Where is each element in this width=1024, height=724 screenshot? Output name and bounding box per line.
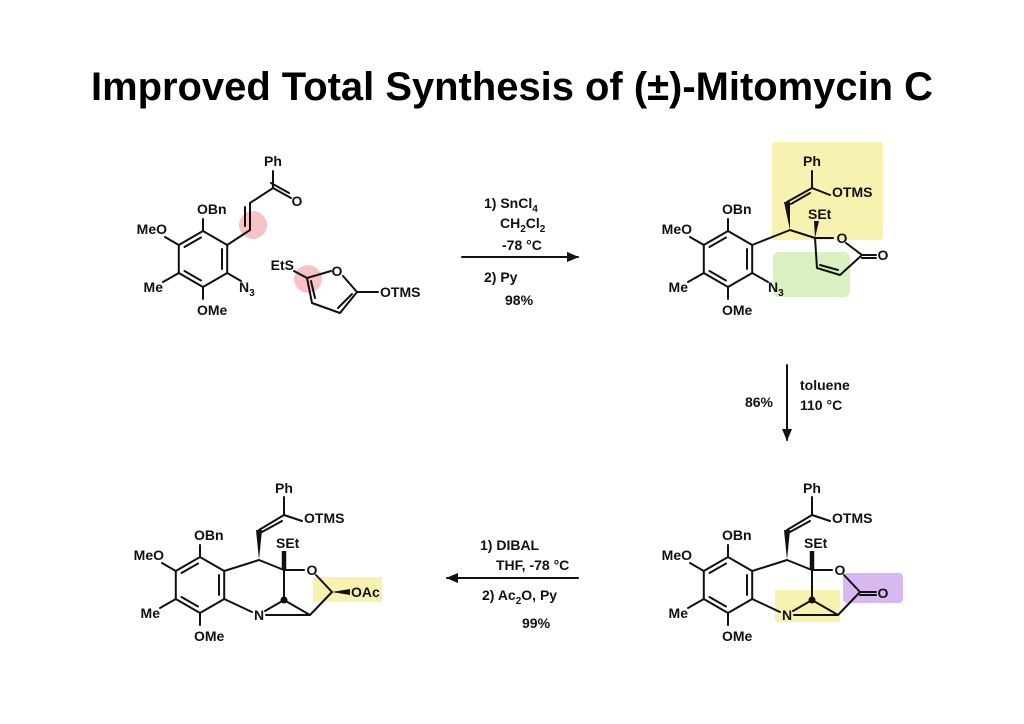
page-title: Improved Total Synthesis of (±)-Mitomyci… — [91, 65, 933, 109]
set-label: SEt — [808, 206, 832, 222]
obn-label: OBn — [197, 201, 227, 217]
yield: 99% — [522, 615, 551, 631]
compound-4-aziridine-lactone: Ph OTMS SEt O O N OBn MeO Me OMe — [662, 480, 903, 644]
set-label: SEt — [804, 535, 828, 551]
azide-label: N3 — [768, 279, 784, 299]
reagent-sncl4: 1) SnCl4 — [484, 195, 538, 215]
ome-label: OMe — [194, 628, 225, 644]
compound-1-enone: Ph O OBn MeO Me OMe N3 — [137, 153, 303, 318]
reagent-pyridine: 2) Py — [484, 269, 518, 285]
phenyl-label: Ph — [803, 480, 821, 496]
otms-label: OTMS — [304, 510, 344, 526]
me-label: Me — [669, 279, 689, 295]
obn-label: OBn — [722, 527, 752, 543]
carbonyl-oxygen-label: O — [878, 247, 889, 263]
conditions-thf: THF, -78 °C — [496, 557, 569, 573]
azide-label: N3 — [239, 279, 255, 299]
oac-label: OAc — [351, 584, 380, 600]
ets-label: EtS — [271, 257, 294, 273]
yield: 98% — [505, 292, 534, 308]
highlight-silyl-enol-ether — [772, 142, 883, 240]
silyloxyfuran: EtS O OTMS — [271, 257, 420, 314]
meo-label: MeO — [662, 547, 692, 563]
yield: 86% — [745, 394, 774, 410]
otms-label: OTMS — [380, 284, 420, 300]
nitrogen-label: N — [782, 607, 792, 623]
obn-label: OBn — [194, 527, 224, 543]
meo-label: MeO — [662, 221, 692, 237]
reagent-ac2o-py: 2) Ac2O, Py — [482, 587, 557, 607]
meo-label: MeO — [134, 547, 164, 563]
carbonyl-oxygen-label: O — [878, 585, 889, 601]
highlight-azide-alkene — [773, 252, 850, 297]
ome-label: OMe — [722, 628, 753, 644]
ring-oxygen-label: O — [307, 562, 318, 578]
set-label: SEt — [276, 535, 300, 551]
stereocenter-dot — [280, 596, 288, 604]
reaction-step-1: 1) SnCl4 CH2Cl2 -78 °C 2) Py 98% — [461, 195, 579, 308]
phenyl-label: Ph — [264, 153, 282, 169]
ome-label: OMe — [197, 302, 228, 318]
ring-oxygen-label: O — [837, 230, 848, 246]
solvent-ch2cl2: CH2Cl2 — [500, 215, 546, 235]
reagent-dibal: 1) DIBAL — [480, 537, 540, 553]
obn-label: OBn — [722, 201, 752, 217]
highlight-lactone-carbonyl — [843, 573, 903, 603]
ring-oxygen-label: O — [835, 562, 846, 578]
meo-label: MeO — [137, 221, 167, 237]
temperature: -78 °C — [502, 237, 542, 253]
ome-label: OMe — [722, 302, 753, 318]
phenyl-label: Ph — [275, 480, 293, 496]
otms-label: OTMS — [832, 510, 872, 526]
reaction-step-2: 86% toluene 110 °C — [745, 364, 850, 441]
stereocenter-dot — [808, 596, 816, 604]
me-label: Me — [669, 605, 689, 621]
me-label: Me — [141, 605, 161, 621]
solvent-toluene: toluene — [800, 377, 850, 393]
highlight-aziridine — [775, 590, 840, 622]
me-label: Me — [144, 279, 164, 295]
furan-oxygen-label: O — [332, 263, 343, 279]
nitrogen-label: N — [254, 607, 264, 623]
carbonyl-oxygen-label: O — [292, 193, 303, 209]
reaction-step-3: 1) DIBAL THF, -78 °C 2) Ac2O, Py 99% — [446, 537, 579, 631]
phenyl-label: Ph — [803, 153, 821, 169]
compound-2-butenolide: Ph OTMS SEt O O OBn MeO Me OMe N3 — [662, 142, 889, 318]
compound-3-acetate: Ph OTMS SEt O OAc N OBn MeO Me OMe — [134, 480, 382, 644]
otms-label: OTMS — [832, 184, 872, 200]
temperature: 110 °C — [800, 397, 842, 413]
